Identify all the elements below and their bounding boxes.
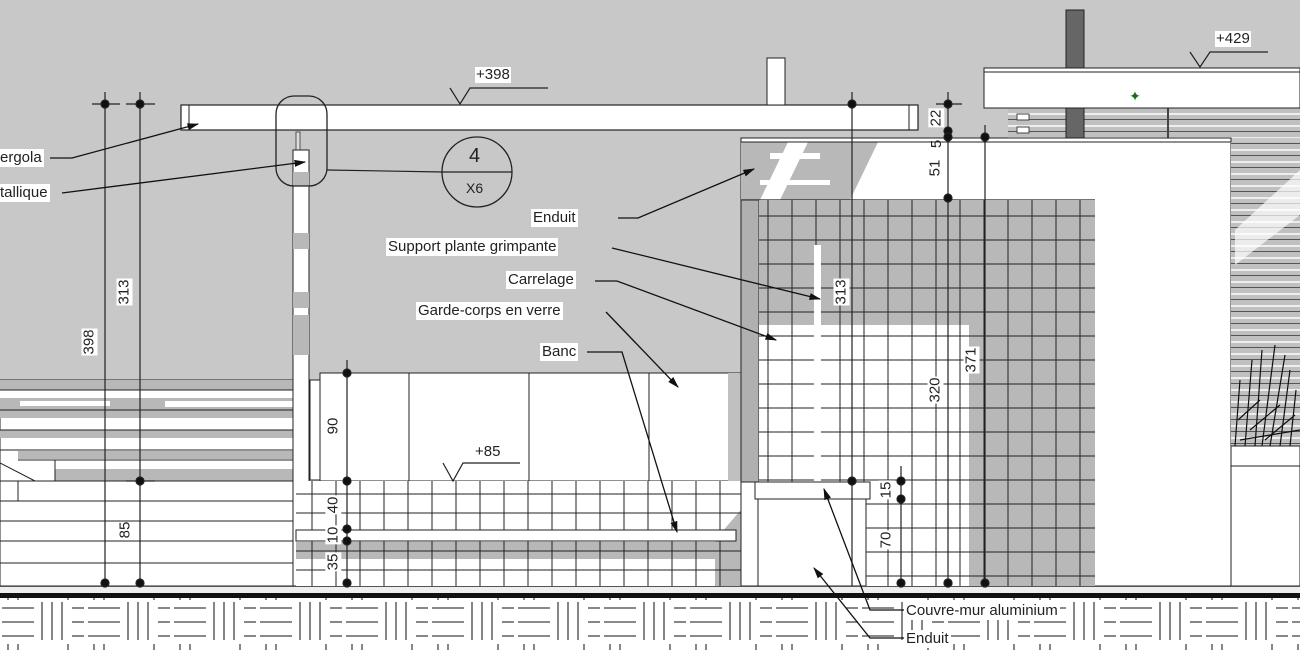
right-siding <box>1230 142 1300 587</box>
planter-bamboo <box>1234 344 1300 447</box>
label-garde-corps: Garde-corps en verre <box>416 302 563 320</box>
main-wall <box>740 137 1232 587</box>
roof-post <box>766 57 786 106</box>
label-enduit-bottom: Enduit <box>904 630 951 648</box>
dim-90: 90 <box>324 416 342 436</box>
callout-sheet: X6 <box>466 180 484 196</box>
dim-10: 10 <box>324 525 342 545</box>
svg-text:✦: ✦ <box>1129 89 1141 105</box>
dim-320: 320 <box>926 376 944 404</box>
dim-70: 70 <box>877 530 895 550</box>
dim-51: 51 <box>926 159 944 177</box>
label-pergola: ergola <box>0 149 44 167</box>
dimension-lines <box>92 51 1268 588</box>
dim-85: 85 <box>116 521 134 539</box>
label-support-plante: Support plante grimpante <box>386 238 559 256</box>
glass-guardrail <box>319 372 756 482</box>
leader-lines <box>50 123 905 639</box>
detail-callout <box>326 136 513 208</box>
dim-398: 398 <box>80 328 98 356</box>
post-side-slats <box>309 379 321 481</box>
label-metal-post: tallique <box>0 184 50 202</box>
bench-seat <box>295 529 737 542</box>
dim-5: 5 <box>928 139 946 149</box>
dim-313-right: 313 <box>832 278 850 306</box>
dim-35: 35 <box>324 552 342 572</box>
label-banc: Banc <box>540 343 579 361</box>
level-398: +398 <box>475 66 511 83</box>
dim-371: 371 <box>962 346 980 374</box>
climbing-plant-support <box>814 245 821 482</box>
callout-number: 4 <box>469 145 481 167</box>
level-429: +429 <box>1215 30 1251 47</box>
pergola-beam <box>180 104 919 131</box>
dim-40: 40 <box>324 495 342 515</box>
dim-313-left: 313 <box>115 278 133 306</box>
detail-highlight <box>275 95 328 187</box>
tiled-bench-wall <box>295 481 758 586</box>
left-fence <box>0 379 294 587</box>
dim-15: 15 <box>877 480 895 500</box>
label-enduit-top: Enduit <box>531 209 578 227</box>
ground <box>0 585 1300 650</box>
level-85: +85 <box>474 443 502 460</box>
label-couvre-mur: Couvre-mur aluminium <box>904 602 1060 620</box>
label-carrelage: Carrelage <box>506 271 576 289</box>
dim-22: 22 <box>927 108 945 128</box>
